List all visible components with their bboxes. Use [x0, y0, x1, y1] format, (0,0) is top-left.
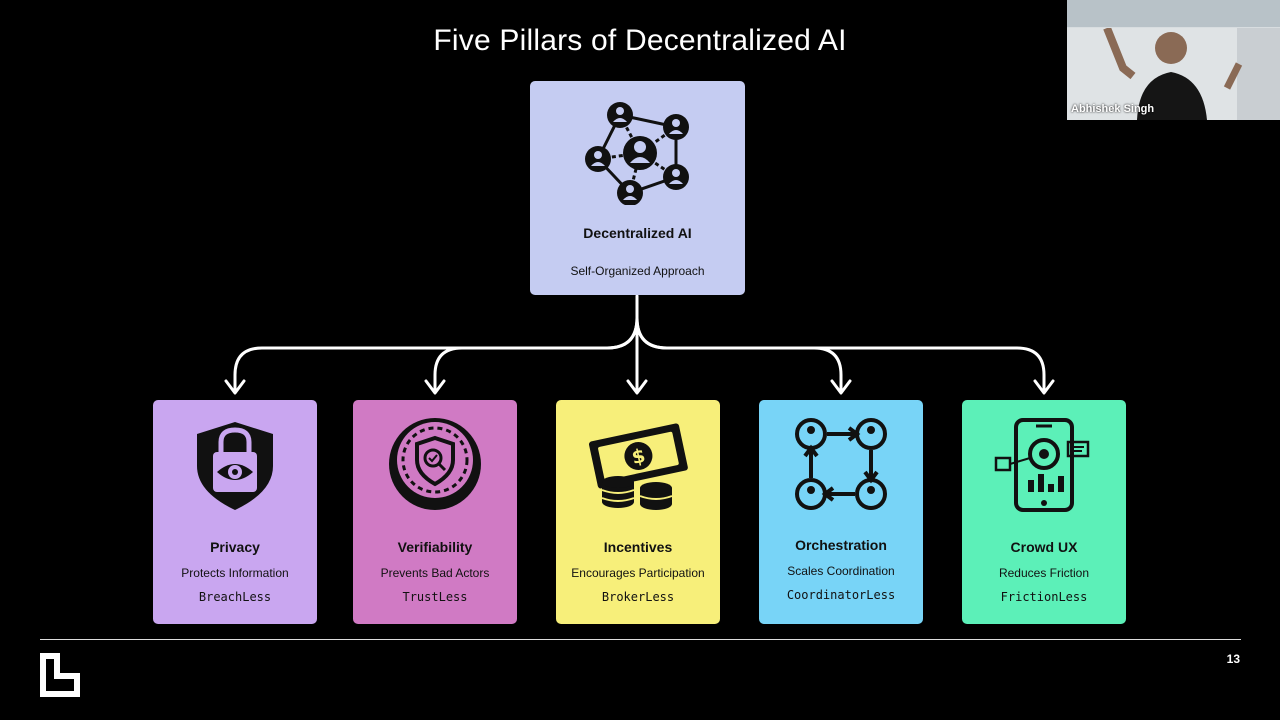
person-silhouette-icon [1103, 26, 1280, 120]
card-code: CoordinatorLess [786, 588, 896, 602]
pillar-crowd-ux: Crowd UX Reduces Friction FrictionLess [962, 400, 1126, 624]
decentralized-ai-card: Decentralized AI Self-Organized Approach [530, 81, 745, 295]
verified-seal-icon [389, 418, 481, 510]
video-strip [1067, 0, 1280, 27]
card-title: Orchestration [795, 537, 887, 553]
card-title: Incentives [603, 539, 673, 555]
pillar-verifiability: Verifiability Prevents Bad Actors TrustL… [353, 400, 517, 624]
slide-title: Five Pillars of Decentralized AI [433, 24, 847, 57]
card-title: Privacy [210, 539, 260, 555]
footer-divider [40, 639, 1241, 640]
participant-video-tile[interactable]: Abhishek Singh [1067, 0, 1280, 120]
card-code: TrustLess [402, 590, 468, 604]
people-network-icon [585, 102, 689, 205]
card-subtitle: Encourages Participation [571, 566, 705, 580]
participant-name: Abhishek Singh [1071, 103, 1155, 115]
svg-text:$: $ [630, 445, 648, 469]
card-title: Verifiability [397, 539, 473, 555]
people-cycle-icon [795, 418, 887, 510]
card-subtitle: Scales Coordination [787, 564, 895, 578]
card-subtitle: Reduces Friction [998, 566, 1090, 580]
money-coins-icon: $ [588, 423, 688, 510]
pillar-incentives: $ Incentives Encourages Participation Br… [556, 400, 720, 624]
shield-lock-eye-icon [197, 422, 273, 510]
card-code: FrictionLess [1000, 590, 1088, 604]
card-subtitle: Prevents Bad Actors [380, 566, 490, 580]
video-feed [1067, 26, 1280, 120]
card-subtitle: Protects Information [181, 566, 289, 580]
mobile-dashboard-icon [994, 418, 1090, 512]
card-title: Decentralized AI [583, 225, 692, 241]
card-title: Crowd UX [1010, 539, 1078, 555]
pillar-orchestration: Orchestration Scales Coordination Coordi… [759, 400, 923, 624]
card-code: BreachLess [198, 590, 272, 604]
page-number: 13 [1226, 652, 1240, 666]
pillar-privacy: Privacy Protects Information BreachLess [153, 400, 317, 624]
card-code: BrokerLess [601, 590, 675, 604]
brand-logo-icon [40, 653, 80, 697]
card-subtitle: Self-Organized Approach [570, 264, 705, 278]
